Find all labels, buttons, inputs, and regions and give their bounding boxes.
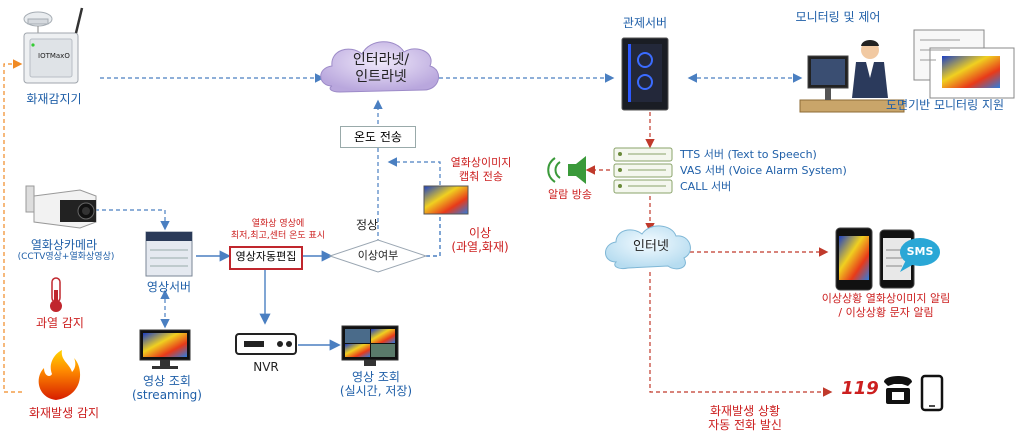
video-server-icon: [145, 231, 193, 277]
label-monitor-control: 모니터링 및 제어: [795, 10, 881, 24]
logo-119: 119: [841, 378, 879, 399]
rack-server-icon: [613, 147, 673, 194]
label-tts-server: TTS 서버 (Text to Speech): [680, 148, 817, 161]
label-internet-intranet: 인터라넷/ 인트라넷: [352, 52, 410, 85]
label-internet: 인터넷: [633, 239, 669, 254]
thermometer-icon: [50, 277, 62, 312]
thermal-capture-image: [423, 185, 469, 215]
anomaly-check-diamond: [328, 239, 428, 273]
tower-brand-text: IOTMaxO: [38, 52, 70, 60]
label-auto-edit: 영상자동편집: [235, 250, 297, 263]
temp-transmit-box: 온도 전송: [340, 126, 416, 148]
label-fire-detector: 화재감지기: [26, 92, 82, 106]
speaker-icon: [547, 156, 586, 184]
label-fire-detect: 화재발생 감지: [28, 406, 100, 420]
cloud-internet: [605, 225, 691, 270]
line-camera-to-vserver: [95, 209, 170, 231]
label-overheat-detect: 과열 감지: [36, 316, 84, 330]
label-floor-plan-support: 도면기반 모니터링 지원: [886, 98, 1005, 112]
label-alert-text: 이상상황 열화상이미지 알림 / 이상상황 문자 알림: [821, 292, 951, 319]
label-control-server: 관제서버: [622, 16, 668, 30]
label-thermal-camera: 열화상카메라: [30, 238, 98, 252]
live-monitor-icon: [341, 325, 399, 366]
line-check-to-anomaly: [426, 216, 441, 257]
label-video-server: 영상서버: [146, 280, 192, 294]
mobile-phone-icon: [920, 374, 944, 412]
label-alarm-broadcast: 알람 방송: [548, 188, 592, 201]
operator-desk-icon: [799, 40, 905, 113]
nvr-icon: [235, 333, 297, 355]
label-anomaly: 이상 (과열,화재): [451, 226, 509, 254]
thermal-camera-icon: [25, 185, 97, 229]
phones-icon: [835, 227, 915, 291]
label-call-server: CALL 서버: [680, 180, 732, 193]
fire-detector-icon: [23, 7, 84, 84]
floor-plan-icon: [913, 29, 1015, 99]
label-nvr: NVR: [253, 360, 279, 374]
label-thermal-capture: 열화상이미지 캡춰 전송: [450, 156, 512, 183]
solid-lines: [196, 216, 441, 351]
line-capture-up: [387, 157, 441, 185]
server-tower-icon: [621, 37, 669, 111]
cloud-internet-intranet: [320, 41, 439, 93]
telephone-icon: [884, 376, 912, 404]
label-video-view-live: 영상 조회 (실시간, 저장): [339, 370, 413, 398]
line-internet-to-119: [649, 272, 833, 397]
sms-bubble-icon: [900, 238, 940, 272]
label-sms: SMS: [906, 245, 934, 258]
fire-flame-icon: [38, 350, 81, 400]
label-normal: 정상: [356, 218, 379, 232]
label-temp-transmit: 온도 전송: [354, 130, 402, 144]
flow-lines: [3, 59, 833, 397]
label-video-view-streaming: 영상 조회 (streaming): [132, 374, 202, 402]
label-thermal-display: 열화상 영상에 최저,최고,센터 온도 표시: [230, 219, 326, 241]
label-thermal-camera-sub: (CCTV영상+열화상영상): [17, 252, 115, 262]
auto-edit-box: 영상자동편집: [229, 246, 303, 270]
label-vas-server: VAS 서버 (Voice Alarm System): [680, 164, 847, 177]
line-fire-loop: [3, 59, 23, 393]
streaming-monitor-icon: [139, 329, 191, 369]
label-auto-call: 화재발생 상황 자동 전화 발신: [708, 404, 782, 432]
label-anomaly-check: 이상여부: [357, 249, 399, 262]
